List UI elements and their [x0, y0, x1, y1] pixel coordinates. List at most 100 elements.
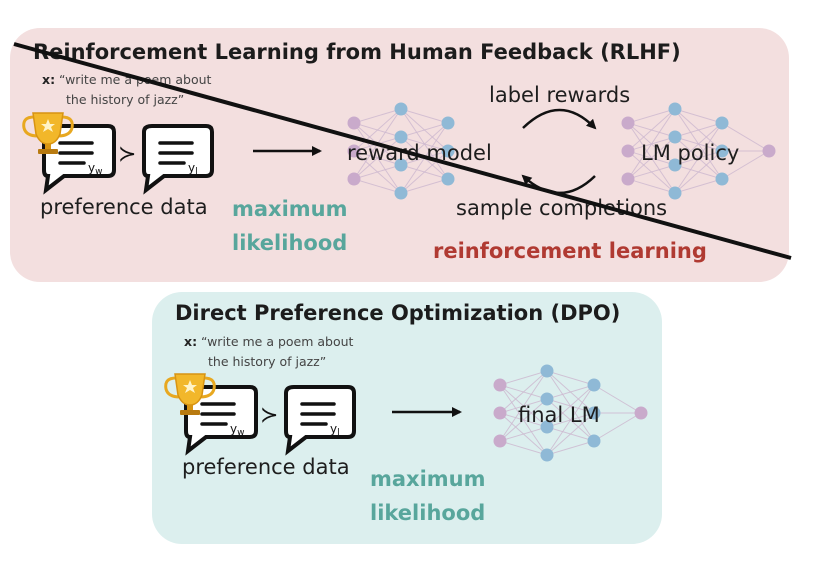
network-node [540, 448, 554, 462]
network-edge [499, 426, 548, 442]
rlhf-preferred-over-icon: ≻ [118, 142, 136, 167]
network-edge [353, 108, 402, 152]
network-node [540, 364, 554, 378]
final-lm-network-icon [493, 364, 648, 462]
dpo-loser-bubble-icon: yl [284, 385, 356, 456]
network-edge [353, 108, 402, 124]
network-edge [546, 440, 595, 456]
network-node [394, 158, 408, 172]
network-edge [627, 164, 676, 180]
rlhf-loser-sub: l [195, 167, 198, 177]
network-node [441, 116, 455, 130]
network-edge [499, 370, 548, 414]
network-edge [674, 178, 723, 194]
network-node [540, 392, 554, 406]
lm-policy-network-icon [621, 102, 776, 200]
network-edge [721, 122, 770, 152]
network-edge [627, 108, 676, 152]
rlhf-prompt: x: “write me a poem about the history of… [42, 70, 211, 110]
rlhf-trophy-icon [22, 112, 74, 154]
network-node [668, 158, 682, 172]
network-edge [353, 164, 402, 180]
network-node [347, 144, 361, 158]
dpo-mle-label: maximum likelihood [370, 462, 486, 530]
rlhf-preference-label: preference data [40, 195, 208, 219]
network-edge [400, 122, 449, 138]
dpo-winner-bubble-icon: yw [184, 385, 258, 456]
reward-model-label: reward model [347, 141, 492, 165]
network-edge [627, 108, 676, 124]
network-edge [499, 370, 548, 442]
network-node [441, 144, 455, 158]
network-edge [546, 412, 595, 456]
rlhf-label-rewards: label rewards [489, 83, 631, 107]
network-edge [400, 178, 449, 194]
rlhf-panel [10, 28, 789, 282]
network-node [715, 172, 729, 186]
network-edge [499, 440, 548, 456]
network-edge [627, 108, 676, 180]
rlhf-winner-bubble-icon: yw [42, 124, 116, 195]
network-edge [400, 108, 449, 124]
network-node [540, 420, 554, 434]
dpo-preference-label: preference data [182, 455, 350, 479]
network-node [621, 172, 635, 186]
network-node [394, 102, 408, 116]
network-node [347, 116, 361, 130]
network-edge [400, 122, 449, 166]
rlhf-title: Reinforcement Learning from Human Feedba… [33, 40, 681, 64]
network-node [634, 406, 648, 420]
network-edge [674, 122, 723, 194]
network-node [493, 434, 507, 448]
dpo-trophy-icon [164, 373, 216, 415]
svg-text:yl: yl [188, 161, 198, 177]
rlhf-mle-line1: maximum [232, 197, 348, 221]
rlhf-mle-label: maximum likelihood [232, 192, 348, 260]
network-node [668, 186, 682, 200]
network-node [441, 172, 455, 186]
dpo-loser-sub: l [337, 428, 340, 438]
svg-text:yl: yl [330, 422, 340, 438]
dpo-winner-sub: w [237, 428, 244, 438]
rlhf-strikethrough-line [13, 42, 792, 260]
network-node [347, 172, 361, 186]
dpo-prompt-line1: “write me a poem about [201, 334, 354, 349]
network-edge [546, 384, 595, 428]
dpo-mle-line2: likelihood [370, 501, 486, 525]
final-lm-label: final LM [518, 403, 600, 427]
network-edge [674, 108, 723, 124]
network-node [493, 406, 507, 420]
rlhf-prompt-line1: “write me a poem about [59, 72, 212, 87]
network-node [715, 116, 729, 130]
network-edge [593, 412, 642, 442]
network-edge [546, 384, 595, 456]
label-rewards-arrow [522, 108, 597, 130]
network-edge [674, 122, 723, 138]
network-node [762, 144, 776, 158]
network-edge [499, 398, 548, 442]
network-node [668, 130, 682, 144]
network-edge [400, 150, 449, 194]
rlhf-rl-label: reinforcement learning [433, 239, 707, 263]
network-node [394, 186, 408, 200]
network-edge [627, 178, 676, 194]
dpo-prompt-label: x: [184, 334, 198, 349]
network-edge [353, 136, 402, 180]
network-edge [674, 122, 723, 166]
network-edge [721, 150, 770, 180]
rlhf-prompt-line2: the history of jazz” [66, 92, 185, 107]
network-edge [499, 370, 548, 386]
network-node [587, 434, 601, 448]
dpo-prompt: x: “write me a poem about the history of… [184, 332, 353, 372]
network-edge [546, 384, 595, 400]
network-edge [353, 178, 402, 194]
rlhf-winner-sub: w [95, 167, 102, 177]
network-node [715, 144, 729, 158]
sample-completions-arrow [521, 174, 596, 195]
network-node [394, 130, 408, 144]
network-edge [627, 136, 676, 180]
rlhf-mle-line2: likelihood [232, 231, 348, 255]
network-node [621, 144, 635, 158]
dpo-prompt-line2: the history of jazz” [208, 354, 327, 369]
dpo-mle-line1: maximum [370, 467, 486, 491]
